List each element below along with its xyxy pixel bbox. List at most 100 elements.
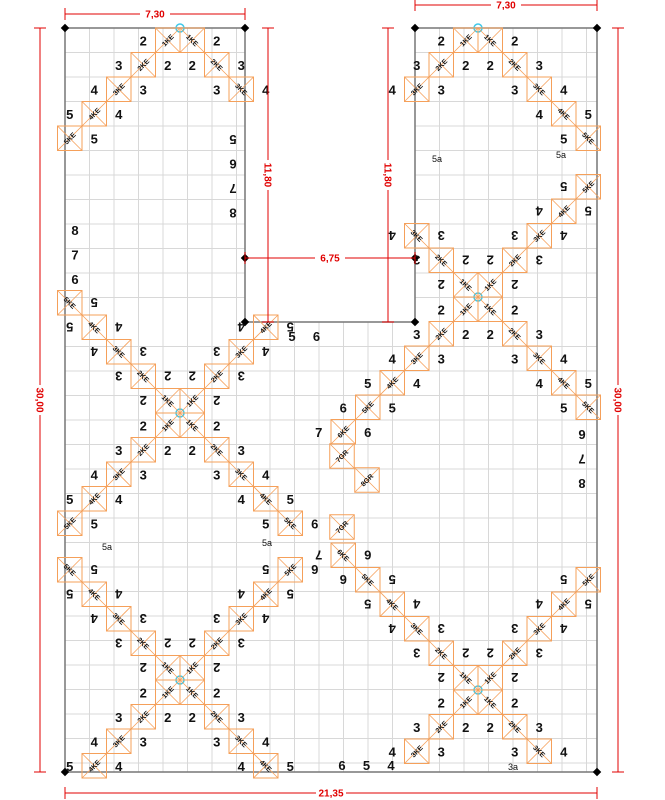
diagonal-line: [575, 174, 601, 200]
step-number: 5: [287, 759, 294, 774]
stair-step-marker: [81, 314, 107, 340]
step-number: 6: [578, 427, 585, 442]
diagonal-line: [228, 728, 254, 754]
stair-step-marker: [106, 606, 132, 632]
step-number: 2: [140, 418, 147, 433]
step-number: 3: [115, 710, 122, 725]
step-number: 2: [189, 58, 196, 73]
vertex-marker: [410, 23, 420, 33]
step-number: 5: [288, 329, 295, 344]
step-number: 4: [388, 228, 396, 243]
diagonal-line: [404, 345, 430, 371]
step-number: 5: [560, 131, 567, 146]
diagonal-line: [81, 753, 107, 779]
diagonal-line: [575, 125, 601, 151]
stair-step-marker: [551, 101, 577, 127]
step-number: 3: [438, 82, 445, 97]
step-number: 2: [511, 670, 518, 685]
diagonal-line: [130, 630, 156, 656]
step-number: 3: [238, 635, 245, 650]
diagonal-line: [130, 437, 156, 463]
step-number: 6: [311, 516, 318, 531]
diagonal-line: [57, 557, 83, 583]
step-number: 2: [511, 695, 518, 710]
step-number: 2: [487, 252, 494, 267]
step-number: 5: [262, 562, 269, 577]
step-number: 3: [213, 467, 220, 482]
diagonal-line: [106, 461, 132, 487]
diagonal-line: [453, 27, 479, 53]
label-bg: [316, 786, 346, 798]
step-number: 4: [262, 467, 270, 482]
step-number: 2: [164, 58, 171, 73]
stair-step-marker: [502, 640, 528, 666]
step-number: 3: [140, 82, 147, 97]
stair-step-marker: [81, 101, 107, 127]
dimension-label: 11,80: [382, 163, 393, 188]
diagonal-line: [502, 247, 528, 273]
diagonal-line: [57, 510, 83, 536]
vertex-marker: [60, 23, 70, 33]
step-number: 3: [140, 611, 147, 626]
diagonal-line: [551, 591, 577, 617]
stair-step-marker: [575, 394, 601, 420]
stair-step-marker: [502, 247, 528, 273]
step-number: 3: [413, 720, 420, 735]
step-number: 3: [438, 351, 445, 366]
diagonal-line: [155, 388, 181, 414]
stair-step-marker: [355, 567, 381, 593]
step-number: 7: [315, 547, 322, 562]
stair-step-marker: [526, 345, 552, 371]
stair-step-marker: [106, 339, 132, 365]
step-number: 5: [66, 492, 73, 507]
diagonal-line: [428, 52, 454, 78]
step-number: 4: [536, 376, 544, 391]
step-number: 4: [389, 82, 397, 97]
step-number: 3: [213, 734, 220, 749]
dimension-label: 7,30: [145, 10, 165, 21]
step-number: 2: [438, 33, 445, 48]
stair-step-marker: [228, 76, 254, 102]
stair-step-marker: [428, 321, 454, 347]
step-number: 4: [535, 203, 543, 218]
step-number: 4: [114, 586, 122, 601]
stair-step-marker: [228, 728, 254, 754]
vertex-marker: [240, 317, 250, 327]
stair-step-marker: [404, 223, 430, 249]
step-number: 2: [438, 670, 445, 685]
stair-step-marker: [228, 606, 254, 632]
step-number: 5: [66, 319, 73, 334]
step-number: 3: [115, 368, 122, 383]
step-number: 3: [238, 443, 245, 458]
stair-step-marker: [130, 363, 156, 389]
step-number: 2: [438, 695, 445, 710]
step-number: 3: [115, 635, 122, 650]
stair-step-marker: [81, 753, 107, 779]
step-number: 3: [238, 710, 245, 725]
diagonal-line: [526, 616, 552, 642]
diagonal-line: [477, 689, 503, 715]
vertex-marker: [240, 23, 250, 33]
step-number: 3: [536, 327, 543, 342]
diagonal-line: [575, 394, 601, 420]
step-number: 3: [238, 58, 245, 73]
diagonal-line: [404, 738, 430, 764]
diagonal-line: [253, 753, 279, 779]
step-number: 3: [115, 443, 122, 458]
landing-label: 5a: [432, 154, 442, 164]
step-number: 2: [462, 252, 469, 267]
diagonal-line: [130, 363, 156, 389]
stair-step-marker: [204, 704, 230, 730]
step-number: 2: [189, 368, 196, 383]
diagonal-line: [204, 630, 230, 656]
diagonal-line: [204, 52, 230, 78]
step-number: 5: [262, 516, 269, 531]
dimension-label: 30,00: [34, 387, 45, 412]
diagonal-line: [253, 581, 279, 607]
step-number: 3: [413, 58, 420, 73]
diagonal-line: [57, 125, 83, 151]
diagonal-line: [106, 76, 132, 102]
step-number: 2: [189, 443, 196, 458]
stair-step-marker: [330, 542, 356, 568]
